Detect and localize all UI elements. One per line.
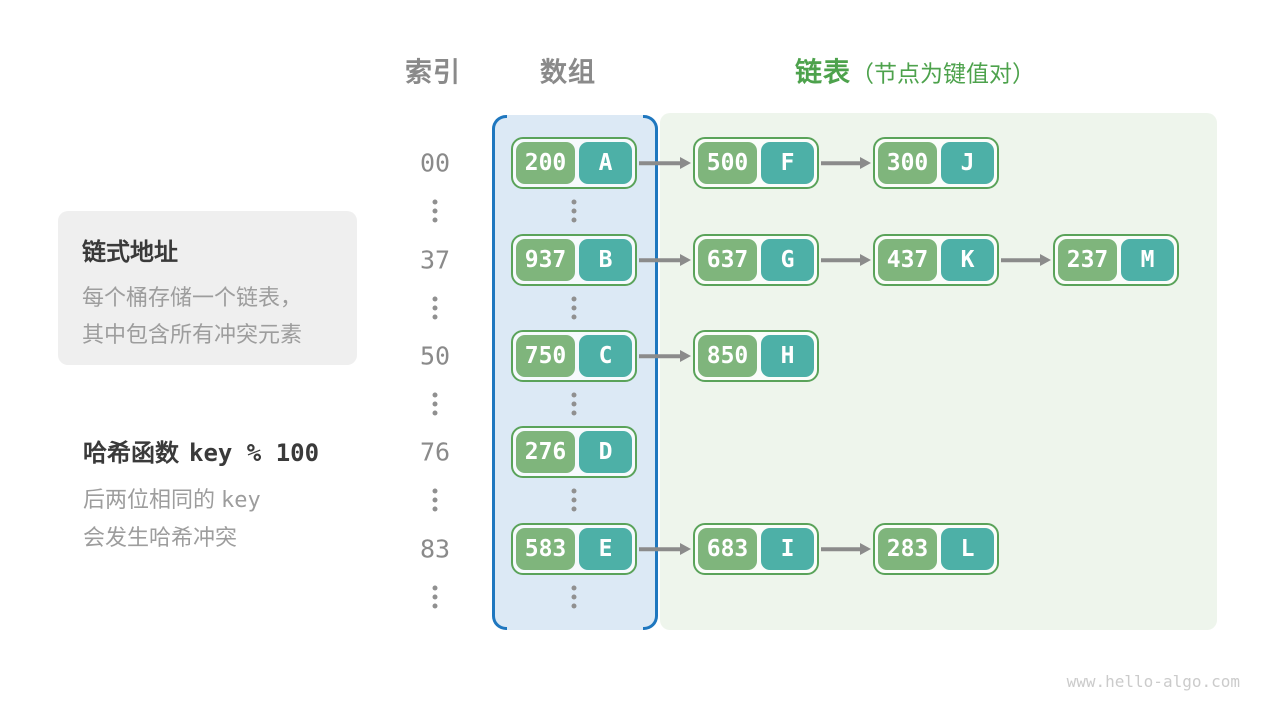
- arrow-head-icon: [860, 543, 871, 555]
- hash-note-line-1-code: key: [221, 488, 261, 513]
- arrow-head-icon: [1040, 254, 1051, 266]
- hash-note-line-1-text: 后两位相同的: [83, 487, 216, 512]
- node-key: 276: [516, 431, 575, 473]
- node-value: I: [761, 528, 814, 570]
- node-value: H: [761, 335, 814, 377]
- node-value: G: [761, 239, 814, 281]
- arrow-shaft: [821, 258, 863, 262]
- header-linked-list-note: （节点为键值对）: [851, 60, 1035, 87]
- node-key: 583: [516, 528, 575, 570]
- node-key: 937: [516, 239, 575, 281]
- node-key: 237: [1058, 239, 1117, 281]
- arrow-head-icon: [860, 254, 871, 266]
- node-value: E: [579, 528, 632, 570]
- arrow-shaft: [639, 547, 683, 551]
- arrow: [1001, 252, 1051, 268]
- hash-note-line-2: 会发生哈希冲突: [83, 525, 238, 550]
- chaining-info-line-1: 每个桶存储一个链表，: [82, 285, 303, 310]
- hash-function-code: key % 100: [189, 439, 320, 467]
- node-key: 437: [878, 239, 937, 281]
- hash-function-title: 哈希函数 key % 100: [83, 433, 319, 468]
- node-value: F: [761, 142, 814, 184]
- array-ellipsis-dots: [571, 392, 577, 416]
- index-label: 37: [419, 245, 451, 275]
- node-value: K: [941, 239, 994, 281]
- index-ellipsis-dots: [432, 296, 438, 320]
- node-key: 300: [878, 142, 937, 184]
- index-ellipsis-dots: [432, 585, 438, 609]
- watermark: www.hello-algo.com: [1066, 672, 1240, 691]
- arrow-head-icon: [860, 157, 871, 169]
- arrow-shaft: [639, 161, 683, 165]
- index-label: 00: [419, 148, 451, 178]
- arrow-head-icon: [680, 254, 691, 266]
- node-key: 750: [516, 335, 575, 377]
- chaining-info-title: 链式地址: [82, 239, 178, 266]
- node-key: 500: [698, 142, 757, 184]
- arrow: [821, 541, 871, 557]
- chaining-info-box: 链式地址 每个桶存储一个链表， 其中包含所有冲突元素: [58, 211, 357, 365]
- node-key: 637: [698, 239, 757, 281]
- arrow-shaft: [639, 258, 683, 262]
- node-value: L: [941, 528, 994, 570]
- node-value: C: [579, 335, 632, 377]
- node-value: A: [579, 142, 632, 184]
- index-label: 50: [419, 341, 451, 371]
- node-value: J: [941, 142, 994, 184]
- header-linked-list-title: 链表: [795, 57, 851, 88]
- node-value: M: [1121, 239, 1174, 281]
- index-ellipsis-dots: [432, 488, 438, 512]
- array-ellipsis-dots: [571, 488, 577, 512]
- arrow: [639, 155, 691, 171]
- array-ellipsis-dots: [571, 585, 577, 609]
- index-ellipsis-dots: [432, 199, 438, 223]
- arrow: [639, 541, 691, 557]
- hash-function-label: 哈希函数: [83, 440, 179, 467]
- arrow-shaft: [821, 161, 863, 165]
- arrow-shaft: [821, 547, 863, 551]
- arrow-shaft: [639, 354, 683, 358]
- arrow-head-icon: [680, 350, 691, 362]
- node-key: 200: [516, 142, 575, 184]
- index-ellipsis-dots: [432, 392, 438, 416]
- node-value: B: [579, 239, 632, 281]
- arrow: [821, 252, 871, 268]
- array-ellipsis-dots: [571, 296, 577, 320]
- index-label: 76: [419, 437, 451, 467]
- node-key: 850: [698, 335, 757, 377]
- chaining-info-line-2: 其中包含所有冲突元素: [82, 322, 303, 347]
- node-key: 283: [878, 528, 937, 570]
- array-bracket-left: [492, 115, 507, 630]
- array-ellipsis-dots: [571, 199, 577, 223]
- arrow: [639, 252, 691, 268]
- node-key: 683: [698, 528, 757, 570]
- arrow: [639, 348, 691, 364]
- node-value: D: [579, 431, 632, 473]
- arrow-head-icon: [680, 157, 691, 169]
- arrow: [821, 155, 871, 171]
- arrow-shaft: [1001, 258, 1043, 262]
- arrow-head-icon: [680, 543, 691, 555]
- index-label: 83: [419, 534, 451, 564]
- header-index: 索引: [405, 57, 461, 88]
- header-array: 数组: [540, 57, 596, 88]
- header-linked-list: 链表（节点为键值对）: [795, 51, 1035, 90]
